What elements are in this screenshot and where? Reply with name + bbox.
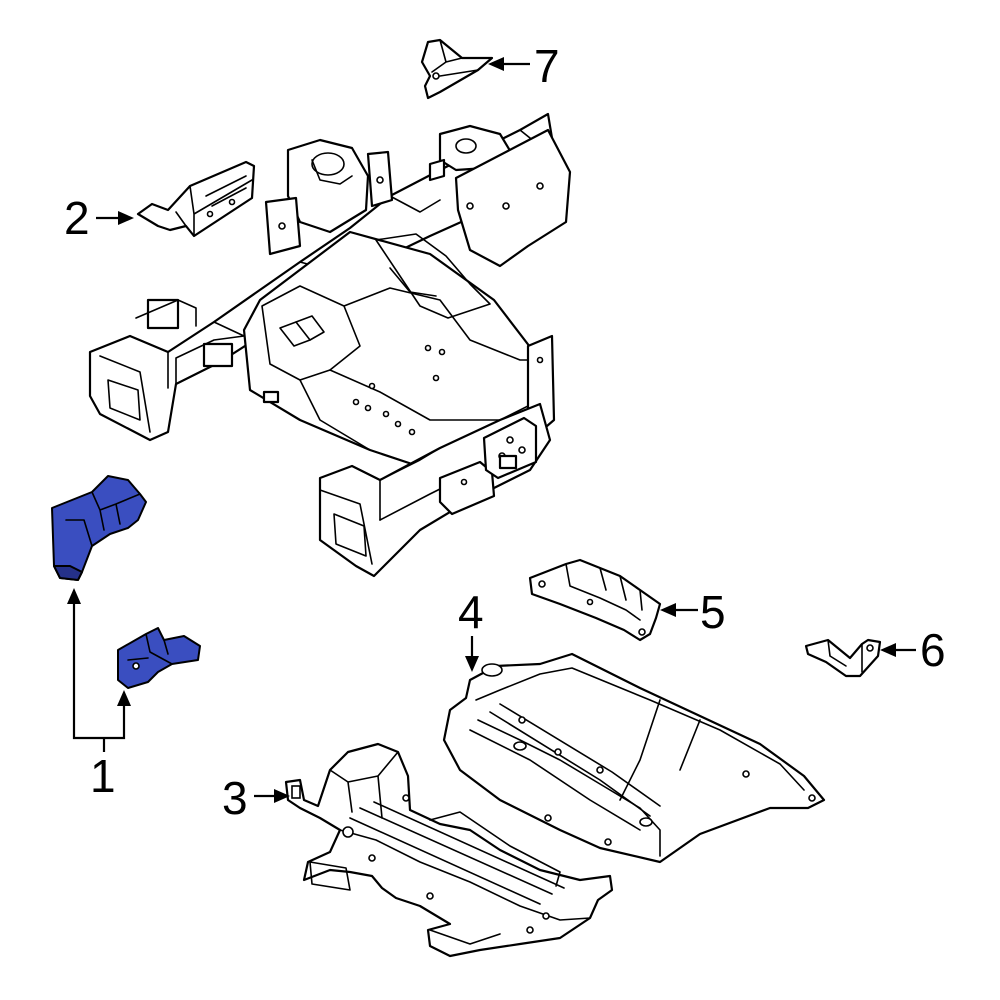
- callout-6-label: 6: [920, 624, 946, 676]
- callout-4-label: 4: [458, 586, 484, 638]
- callout-2-label: 2: [64, 192, 90, 244]
- part-1-upper-bracket: [51, 475, 147, 581]
- part-6-bracket: [804, 638, 882, 678]
- callout-3-label: 3: [222, 772, 248, 824]
- part-1-lower-bracket: [117, 627, 201, 689]
- callout-1-label: 1: [90, 750, 116, 802]
- part-5-plate: [528, 558, 662, 642]
- part-1-upper-side: [53, 565, 83, 581]
- callout-4: 4: [458, 586, 484, 672]
- callout-1: 1: [67, 588, 131, 802]
- callout-2: 2: [64, 192, 134, 244]
- callout-7: 7: [488, 40, 560, 92]
- callout-7-label: 7: [534, 40, 560, 92]
- part-4-shield: [442, 652, 826, 864]
- part-3-carrier: [284, 742, 614, 958]
- rear-subframe: [88, 112, 572, 578]
- callout-5-label: 5: [700, 586, 726, 638]
- part-2-bracket: [136, 160, 256, 238]
- part-1-lower-face: [117, 627, 201, 689]
- callout-6: 6: [880, 624, 946, 676]
- part-1-upper-face: [51, 475, 147, 581]
- callout-3: 3: [222, 772, 290, 824]
- part-7-bracket: [420, 38, 494, 100]
- callout-5: 5: [660, 586, 726, 638]
